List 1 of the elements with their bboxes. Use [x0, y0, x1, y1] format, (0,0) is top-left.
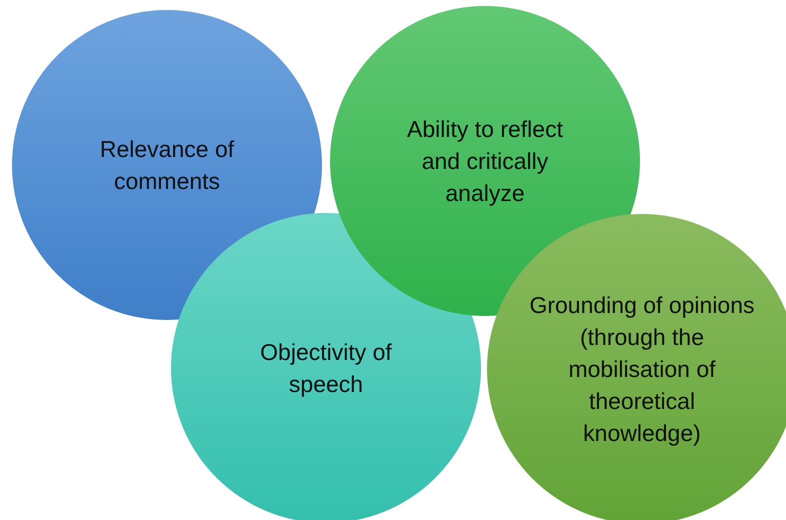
topic-circle: Grounding of opinions (through the mobilisation of theoretical knowledge)	[487, 214, 786, 520]
